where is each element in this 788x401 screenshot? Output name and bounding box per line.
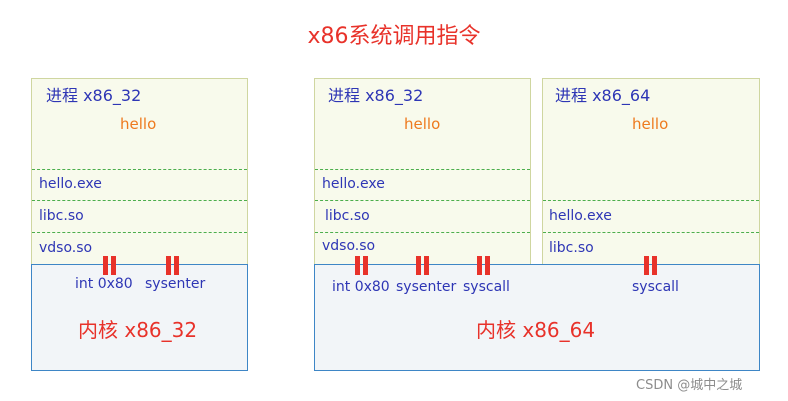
divider: [32, 232, 247, 233]
divider: [32, 169, 247, 170]
lib-libc-so: libc.so: [549, 240, 594, 256]
divider: [32, 200, 247, 201]
instruction-syscall: syscall: [463, 279, 510, 295]
lib-vdso-so: vdso.so: [322, 238, 376, 254]
divider: [543, 200, 759, 201]
kernel-box-x86-32: [31, 264, 248, 371]
process-box-x86-64: [542, 78, 760, 268]
divider: [315, 232, 530, 233]
syscall-gate-icon: [644, 256, 657, 275]
lib-vdso-so: vdso.so: [39, 240, 93, 256]
process-box-x86-32-left: [31, 78, 248, 268]
program-label: hello: [120, 115, 157, 133]
kernel-box-x86-64: [314, 264, 760, 371]
syscall-gate-icon: [477, 256, 490, 275]
lib-hello-exe: hello.exe: [549, 208, 612, 224]
syscall-gate-icon: [103, 256, 116, 275]
program-label: hello: [404, 115, 441, 133]
kernel-title: 内核 x86_32: [78, 318, 198, 342]
kernel-title: 内核 x86_64: [476, 318, 596, 342]
process-title: 进程 x86_32: [46, 86, 142, 105]
lib-libc-so: libc.so: [325, 208, 370, 224]
lib-libc-so: libc.so: [39, 208, 84, 224]
divider: [315, 200, 530, 201]
lib-hello-exe: hello.exe: [322, 176, 385, 192]
program-label: hello: [632, 115, 669, 133]
divider: [315, 169, 530, 170]
diagram-title: x86系统调用指令: [307, 24, 481, 49]
process-title: 进程 x86_32: [328, 86, 424, 105]
syscall-gate-icon: [416, 256, 429, 275]
lib-hello-exe: hello.exe: [39, 176, 102, 192]
instruction-int-0x80: int 0x80: [332, 279, 390, 295]
divider: [543, 232, 759, 233]
process-title: 进程 x86_64: [555, 86, 651, 105]
instruction-syscall-64: syscall: [632, 279, 679, 295]
instruction-sysenter: sysenter: [396, 279, 457, 295]
syscall-gate-icon: [166, 256, 179, 275]
instruction-int-0x80: int 0x80: [75, 276, 133, 292]
syscall-gate-icon: [355, 256, 368, 275]
watermark: CSDN @城中之城: [636, 378, 743, 393]
instruction-sysenter: sysenter: [145, 276, 206, 292]
